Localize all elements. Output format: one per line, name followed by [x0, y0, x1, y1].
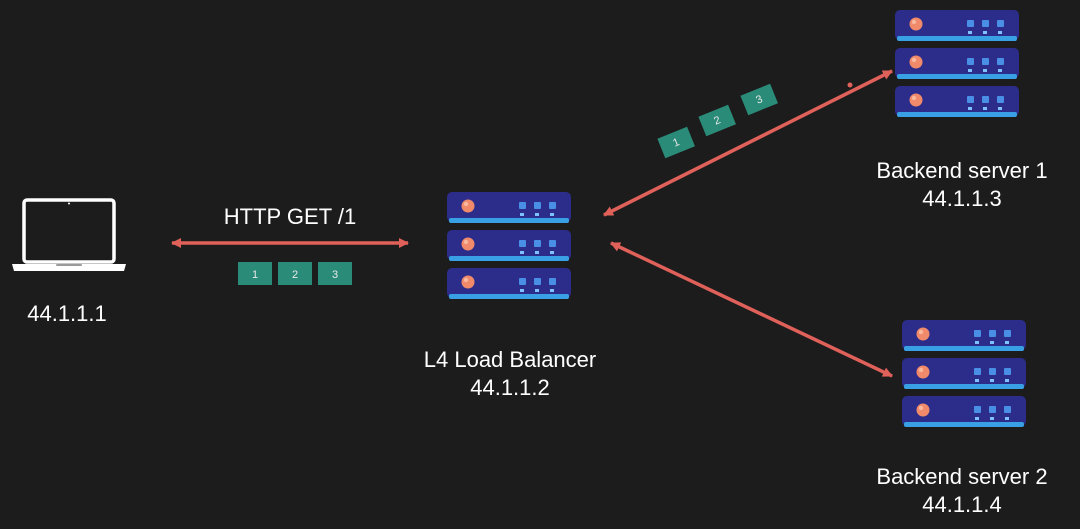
lb-backend1-arrow: [603, 69, 893, 217]
lb-backend2-arrow: [610, 241, 893, 378]
backend-1-label: Backend server 1 44.1.1.3: [852, 157, 1072, 213]
svg-text:1: 1: [252, 269, 258, 281]
load-balancer-label: L4 Load Balancer 44.1.1.2: [380, 346, 640, 402]
load-balancer-name: L4 Load Balancer: [423, 347, 597, 372]
request-packet: 2: [278, 262, 312, 285]
backend-2-name: Backend server 2: [876, 464, 1048, 489]
backend-packet: 2: [698, 104, 736, 137]
request-packet: 3: [318, 262, 352, 285]
laptop-icon: [12, 198, 126, 271]
backend-1-name: Backend server 1: [876, 158, 1048, 183]
request-label: HTTP GET /1: [223, 204, 357, 229]
svg-text:3: 3: [754, 93, 764, 106]
backend-packet: 1: [657, 126, 695, 159]
client-label: 44.1.1.1: [0, 300, 134, 328]
svg-text:2: 2: [292, 269, 298, 281]
svg-text:3: 3: [332, 269, 338, 281]
backend-packet: 3: [740, 83, 778, 116]
request-packet: 1: [238, 262, 272, 285]
backend-2-ip: 44.1.1.4: [922, 492, 1002, 517]
backend-server-2-icon: [902, 320, 1026, 427]
svg-text:1: 1: [671, 136, 681, 149]
backend-2-label: Backend server 2 44.1.1.4: [852, 463, 1072, 519]
load-balancer-ip: 44.1.1.2: [470, 375, 550, 400]
load-balancer-server-icon: [447, 192, 571, 299]
backend-server-1-icon: [895, 10, 1019, 117]
backend-1-ip: 44.1.1.3: [922, 186, 1002, 211]
svg-text:2: 2: [712, 114, 722, 127]
client-ip: 44.1.1.1: [27, 301, 107, 326]
arrow-dot: [847, 82, 853, 88]
